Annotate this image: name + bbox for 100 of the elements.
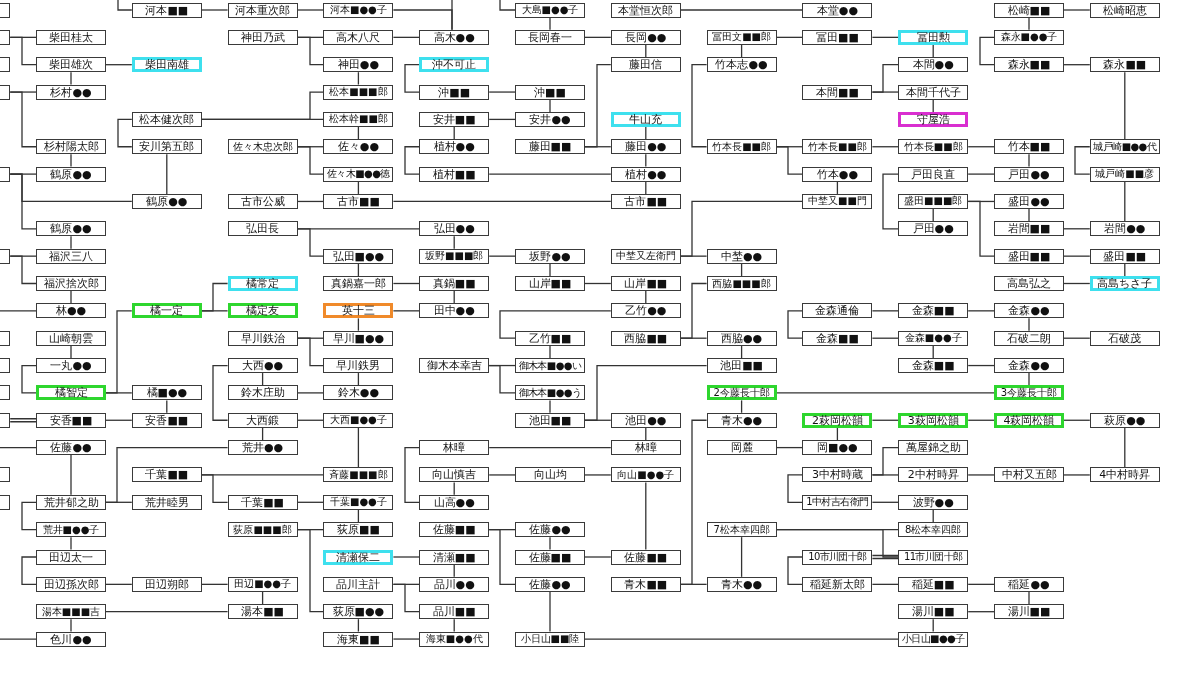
name-box (898, 111, 969, 127)
connector-line (1063, 255, 1091, 257)
person-name: 弘田■●● (332, 250, 385, 262)
name-box (802, 576, 873, 592)
name-box (227, 193, 298, 209)
connector-line (499, 0, 516, 11)
name-box (610, 576, 681, 592)
connector-line (584, 474, 612, 476)
connector-line (488, 255, 516, 257)
person-name: 植村■■ (432, 168, 476, 180)
connector-line (296, 529, 325, 613)
name-box (419, 549, 490, 565)
person-name: 本間千代子 (905, 86, 961, 98)
connector-line (212, 364, 229, 421)
name-box (36, 139, 106, 155)
name-box (802, 467, 873, 483)
person-name: 山高●● (433, 496, 475, 508)
person-name: 3萩岡松韻 (907, 414, 959, 426)
connector-line (740, 536, 743, 578)
connector-line (0, 310, 37, 312)
connector-line (1028, 16, 1030, 31)
connector-line (691, 64, 708, 148)
connector-line (392, 556, 420, 558)
connector-line (1074, 146, 1091, 175)
person-name: 池田●● (625, 414, 667, 426)
person-name: 橘常定 (246, 278, 280, 289)
person-name: 冨田■■ (816, 31, 859, 43)
name-box (419, 139, 490, 155)
person-name: 森永■●●子 (1000, 32, 1058, 43)
person-name: 西脇■■ (624, 332, 668, 344)
name-box (994, 303, 1064, 319)
person-name: 沖■■ (534, 86, 566, 98)
name-box (323, 412, 394, 428)
person-name: 西脇●● (721, 332, 763, 344)
person-name: 田辺■●●子 (234, 579, 292, 590)
name-box (898, 412, 969, 428)
connector-line (871, 446, 899, 476)
connector-line (871, 501, 899, 503)
connector-line (871, 583, 899, 585)
name-box (36, 166, 106, 182)
connector-line (296, 337, 325, 367)
person-name: 橘一定 (150, 305, 184, 317)
connector-line (1028, 317, 1030, 332)
name-box (36, 221, 106, 237)
person-name: 坂野●● (529, 250, 571, 262)
person-name: 乙竹●● (625, 305, 667, 317)
connector-line (117, 118, 133, 148)
person-name: 佐藤●● (529, 578, 571, 590)
connector-line (967, 419, 995, 421)
person-name: 中埜又■■門 (807, 196, 867, 207)
name-box (706, 29, 777, 45)
name-box (227, 29, 298, 45)
connector-line (296, 200, 325, 203)
name-box (323, 248, 394, 264)
connector-line (9, 255, 37, 285)
name-box (898, 193, 969, 209)
name-box (898, 604, 969, 620)
person-name: 御木本幸吉 (426, 360, 482, 372)
person-name: 安井●● (529, 113, 571, 125)
name-box (227, 221, 298, 237)
person-name: 杉村●● (50, 86, 92, 98)
name-box (323, 84, 394, 100)
name-box (898, 221, 969, 237)
name-box (898, 29, 969, 45)
name-box (898, 166, 969, 182)
connector-line (775, 446, 804, 449)
connector-line (201, 474, 229, 503)
connector-line (392, 36, 420, 38)
name-box (419, 467, 490, 483)
person-name: 清瀬保二 (336, 551, 381, 563)
connector-line (775, 146, 804, 175)
name-box (515, 111, 585, 127)
person-name: 荒井郁之助 (43, 496, 99, 508)
name-box (610, 248, 681, 264)
name-box (323, 57, 394, 73)
name-box (515, 467, 585, 483)
connector-line (775, 36, 804, 38)
connector-line (105, 64, 133, 66)
person-name: 清瀬■■ (432, 551, 476, 563)
person-name: 田中●● (433, 305, 475, 317)
person-name: 鶴原●● (50, 223, 92, 235)
person-name: 河本■●●子 (329, 5, 387, 15)
name-box (323, 631, 394, 647)
connector-line (967, 583, 995, 585)
connector-line (488, 173, 612, 175)
person-name: 竹本●● (816, 168, 858, 180)
name-box (994, 276, 1064, 291)
person-name: 本間●● (912, 59, 954, 71)
person-name: 真鍋■■ (432, 278, 476, 289)
person-name: 2今藤長十郎 (713, 387, 770, 398)
person-name: 中村又五郎 (1001, 469, 1057, 481)
name-box (419, 440, 490, 456)
connector-line (680, 282, 708, 339)
name-box (802, 303, 873, 319)
name-box (610, 440, 681, 456)
connector-line (787, 474, 804, 503)
person-name: 橘定友 (246, 305, 280, 317)
person-name: 湯川■■ (1007, 606, 1051, 618)
name-box (131, 139, 202, 155)
connector-line (488, 118, 516, 121)
